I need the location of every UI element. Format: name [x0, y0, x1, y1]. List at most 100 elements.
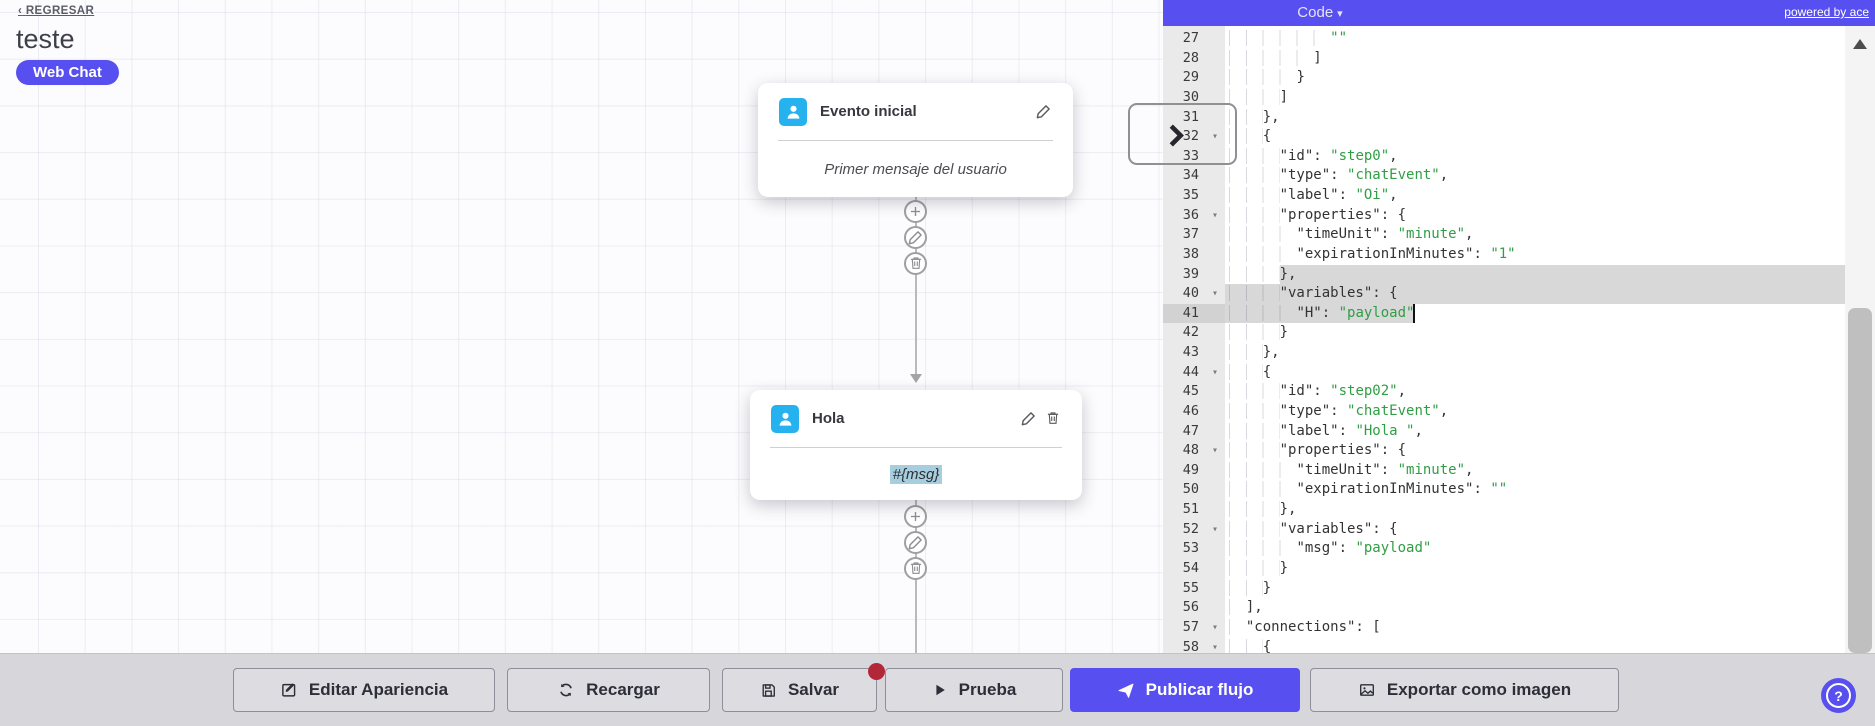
code-line[interactable]: "variables": { — [1225, 284, 1398, 304]
scrollbar-track[interactable] — [1845, 26, 1875, 653]
gutter-line[interactable]: 51 — [1163, 500, 1225, 520]
toolbar-button-prueba[interactable]: Prueba — [885, 668, 1063, 712]
flow-canvas[interactable]: ‹ REGRESAR teste Web Chat Evento inicial… — [0, 0, 1163, 653]
gutter-line[interactable]: 50 — [1163, 480, 1225, 500]
fold-toggle-icon[interactable]: ▾ — [1211, 288, 1218, 300]
gutter-line[interactable]: 54 — [1163, 559, 1225, 579]
code-line[interactable]: "connections": [ — [1225, 618, 1381, 638]
gutter-line[interactable]: 36▾ — [1163, 206, 1225, 226]
gutter-line[interactable]: 27 — [1163, 29, 1225, 49]
gutter-line[interactable]: 31 — [1163, 108, 1225, 128]
gutter-line[interactable]: 46 — [1163, 402, 1225, 422]
connector-add-button[interactable] — [904, 199, 927, 223]
code-line[interactable]: { — [1225, 638, 1271, 653]
connector-delete-button[interactable] — [904, 251, 927, 275]
code-line[interactable]: } — [1225, 68, 1305, 88]
code-line[interactable]: { — [1225, 127, 1271, 147]
gutter-line[interactable]: 33 — [1163, 147, 1225, 167]
gutter-line[interactable]: 29 — [1163, 68, 1225, 88]
gutter-line[interactable]: 35 — [1163, 186, 1225, 206]
code-line[interactable]: }, — [1225, 343, 1280, 363]
toolbar-button-editar-apariencia[interactable]: Editar Apariencia — [233, 668, 495, 712]
code-line[interactable]: "msg": "payload" — [1225, 539, 1431, 559]
toolbar-button-salvar[interactable]: Salvar — [722, 668, 877, 712]
connector-delete-button[interactable] — [904, 556, 927, 580]
gutter-line[interactable]: 58▾ — [1163, 638, 1225, 653]
fold-toggle-icon[interactable]: ▾ — [1211, 641, 1218, 653]
gutter-line[interactable]: 45 — [1163, 382, 1225, 402]
edit-node-icon[interactable] — [1020, 410, 1037, 427]
code-line[interactable]: }, — [1225, 265, 1296, 285]
code-line[interactable]: { — [1225, 363, 1271, 383]
gutter-line[interactable]: 28 — [1163, 49, 1225, 69]
gutter-line[interactable]: 47 — [1163, 422, 1225, 442]
gutter-line[interactable]: 52▾ — [1163, 520, 1225, 540]
code-line[interactable]: "expirationInMinutes": "" — [1225, 480, 1507, 500]
gutter-line[interactable]: 41 — [1163, 303, 1225, 324]
flow-node[interactable]: Hola#{msg} — [750, 390, 1082, 500]
code-line[interactable]: }, — [1225, 108, 1280, 128]
code-line[interactable]: ] — [1225, 88, 1288, 108]
connector-add-button[interactable] — [904, 504, 927, 528]
scrollbar-thumb[interactable] — [1848, 308, 1872, 653]
code-line[interactable]: "id": "step02", — [1225, 382, 1406, 402]
code-line[interactable]: ], — [1225, 598, 1263, 618]
code-line[interactable]: "label": "Hola ", — [1225, 422, 1423, 442]
fold-toggle-icon[interactable]: ▾ — [1211, 523, 1218, 535]
gutter-line[interactable]: 39 — [1163, 265, 1225, 285]
delete-node-icon[interactable] — [1045, 410, 1061, 427]
code-line[interactable]: } — [1225, 559, 1288, 579]
code-mode-dropdown[interactable]: Code▾ — [1255, 4, 1385, 21]
code-line[interactable]: "expirationInMinutes": "1" — [1225, 245, 1516, 265]
gutter-line[interactable]: 57▾ — [1163, 618, 1225, 638]
code-line[interactable]: "properties": { — [1225, 206, 1406, 226]
help-button[interactable]: ? — [1821, 678, 1856, 713]
code-line[interactable]: "timeUnit": "minute", — [1225, 225, 1473, 245]
code-line[interactable]: "label": "Oi", — [1225, 186, 1398, 206]
fold-toggle-icon[interactable]: ▾ — [1211, 209, 1218, 221]
editor-text-area[interactable]: "" ] } ] }, { "id": "step0", "type": "ch… — [1225, 26, 1845, 653]
code-line[interactable]: "properties": { — [1225, 441, 1406, 461]
toolbar-button-recargar[interactable]: Recargar — [507, 668, 710, 712]
code-line[interactable]: ] — [1225, 49, 1322, 69]
powered-by-ace-link[interactable]: powered by ace — [1784, 5, 1869, 19]
code-line[interactable]: "type": "chatEvent", — [1225, 166, 1448, 186]
fold-toggle-icon[interactable]: ▾ — [1211, 131, 1218, 143]
code-line[interactable]: "H": "payload" — [1225, 304, 1414, 324]
gutter-line[interactable]: 53 — [1163, 539, 1225, 559]
code-line[interactable]: "type": "chatEvent", — [1225, 402, 1448, 422]
gutter-line[interactable]: 34 — [1163, 166, 1225, 186]
back-link[interactable]: ‹ REGRESAR — [18, 5, 94, 17]
gutter-line[interactable]: 48▾ — [1163, 441, 1225, 461]
gutter-line[interactable]: 42 — [1163, 323, 1225, 343]
fold-toggle-icon[interactable]: ▾ — [1211, 445, 1218, 457]
fold-toggle-icon[interactable]: ▾ — [1211, 366, 1218, 378]
gutter-line[interactable]: 49 — [1163, 461, 1225, 481]
gutter-line[interactable]: 56 — [1163, 598, 1225, 618]
gutter-line[interactable]: 43 — [1163, 343, 1225, 363]
code-line[interactable]: "id": "step0", — [1225, 147, 1398, 167]
edit-node-icon[interactable] — [1035, 103, 1052, 120]
toolbar-button-publicar-flujo[interactable]: Publicar flujo — [1070, 668, 1300, 712]
gutter-line[interactable]: 55 — [1163, 579, 1225, 599]
scroll-up-icon[interactable] — [1853, 39, 1867, 49]
fold-toggle-icon[interactable]: ▾ — [1211, 621, 1218, 633]
gutter-line[interactable]: 40▾ — [1163, 284, 1225, 304]
collapse-code-panel-handle[interactable] — [1128, 103, 1237, 165]
gutter-line[interactable]: 30 — [1163, 88, 1225, 108]
connector-edit-button[interactable] — [904, 530, 927, 554]
gutter-line[interactable]: 44▾ — [1163, 363, 1225, 383]
code-line[interactable]: "variables": { — [1225, 520, 1398, 540]
connector-edit-button[interactable] — [904, 225, 927, 249]
code-line[interactable]: } — [1225, 323, 1288, 343]
code-line[interactable]: "" — [1225, 29, 1347, 49]
code-line[interactable]: } — [1225, 579, 1271, 599]
toolbar-button-exportar-como-imagen[interactable]: Exportar como imagen — [1310, 668, 1619, 712]
gutter-line[interactable]: 38 — [1163, 245, 1225, 265]
gutter-line[interactable]: 32▾ — [1163, 127, 1225, 147]
gutter-line[interactable]: 37 — [1163, 225, 1225, 245]
code-line[interactable]: "timeUnit": "minute", — [1225, 461, 1473, 481]
code-line[interactable]: }, — [1225, 500, 1296, 520]
